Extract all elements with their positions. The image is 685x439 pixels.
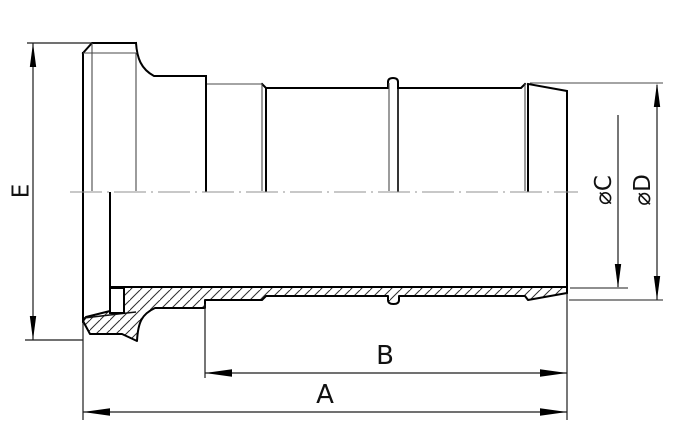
ridge-one — [260, 82, 389, 89]
dim-b-label: B — [376, 341, 394, 371]
dim-b-arrow-left — [205, 369, 232, 377]
dim-c-arrow-down — [614, 264, 622, 288]
dimension-d: ⌀D — [530, 82, 663, 301]
tip-chamfer-and-end-face — [526, 82, 568, 294]
section-wall-hatched — [82, 286, 568, 342]
part-top-outline — [81, 41, 568, 323]
gasket-groove — [109, 287, 125, 314]
dim-a-arrow-right — [540, 408, 567, 416]
dim-e-arrow-down — [29, 316, 37, 340]
dim-d-label: ⌀D — [630, 174, 656, 206]
dimension-e: E — [9, 42, 92, 341]
dim-e-arrow-up — [29, 43, 37, 67]
part-top-thin-lines — [83, 43, 526, 191]
dimension-c: ⌀C — [570, 115, 628, 289]
dim-a-arrow-left — [83, 408, 110, 416]
dim-d-arrow-up — [653, 83, 661, 107]
dim-b-arrow-right — [540, 369, 567, 377]
dim-e-label: E — [9, 184, 35, 199]
dimension-a: A — [82, 293, 568, 420]
dim-a-label: A — [316, 380, 334, 410]
flange-top-edge — [81, 42, 137, 55]
barb-bump-and-shank — [387, 76, 527, 89]
dimension-b: B — [204, 304, 567, 378]
flange-fillet-and-first-step — [134, 41, 207, 192]
part-section — [82, 192, 568, 342]
dim-d-arrow-down — [653, 276, 661, 300]
seal-seat-line — [83, 311, 137, 319]
dim-c-label: ⌀C — [591, 175, 617, 205]
